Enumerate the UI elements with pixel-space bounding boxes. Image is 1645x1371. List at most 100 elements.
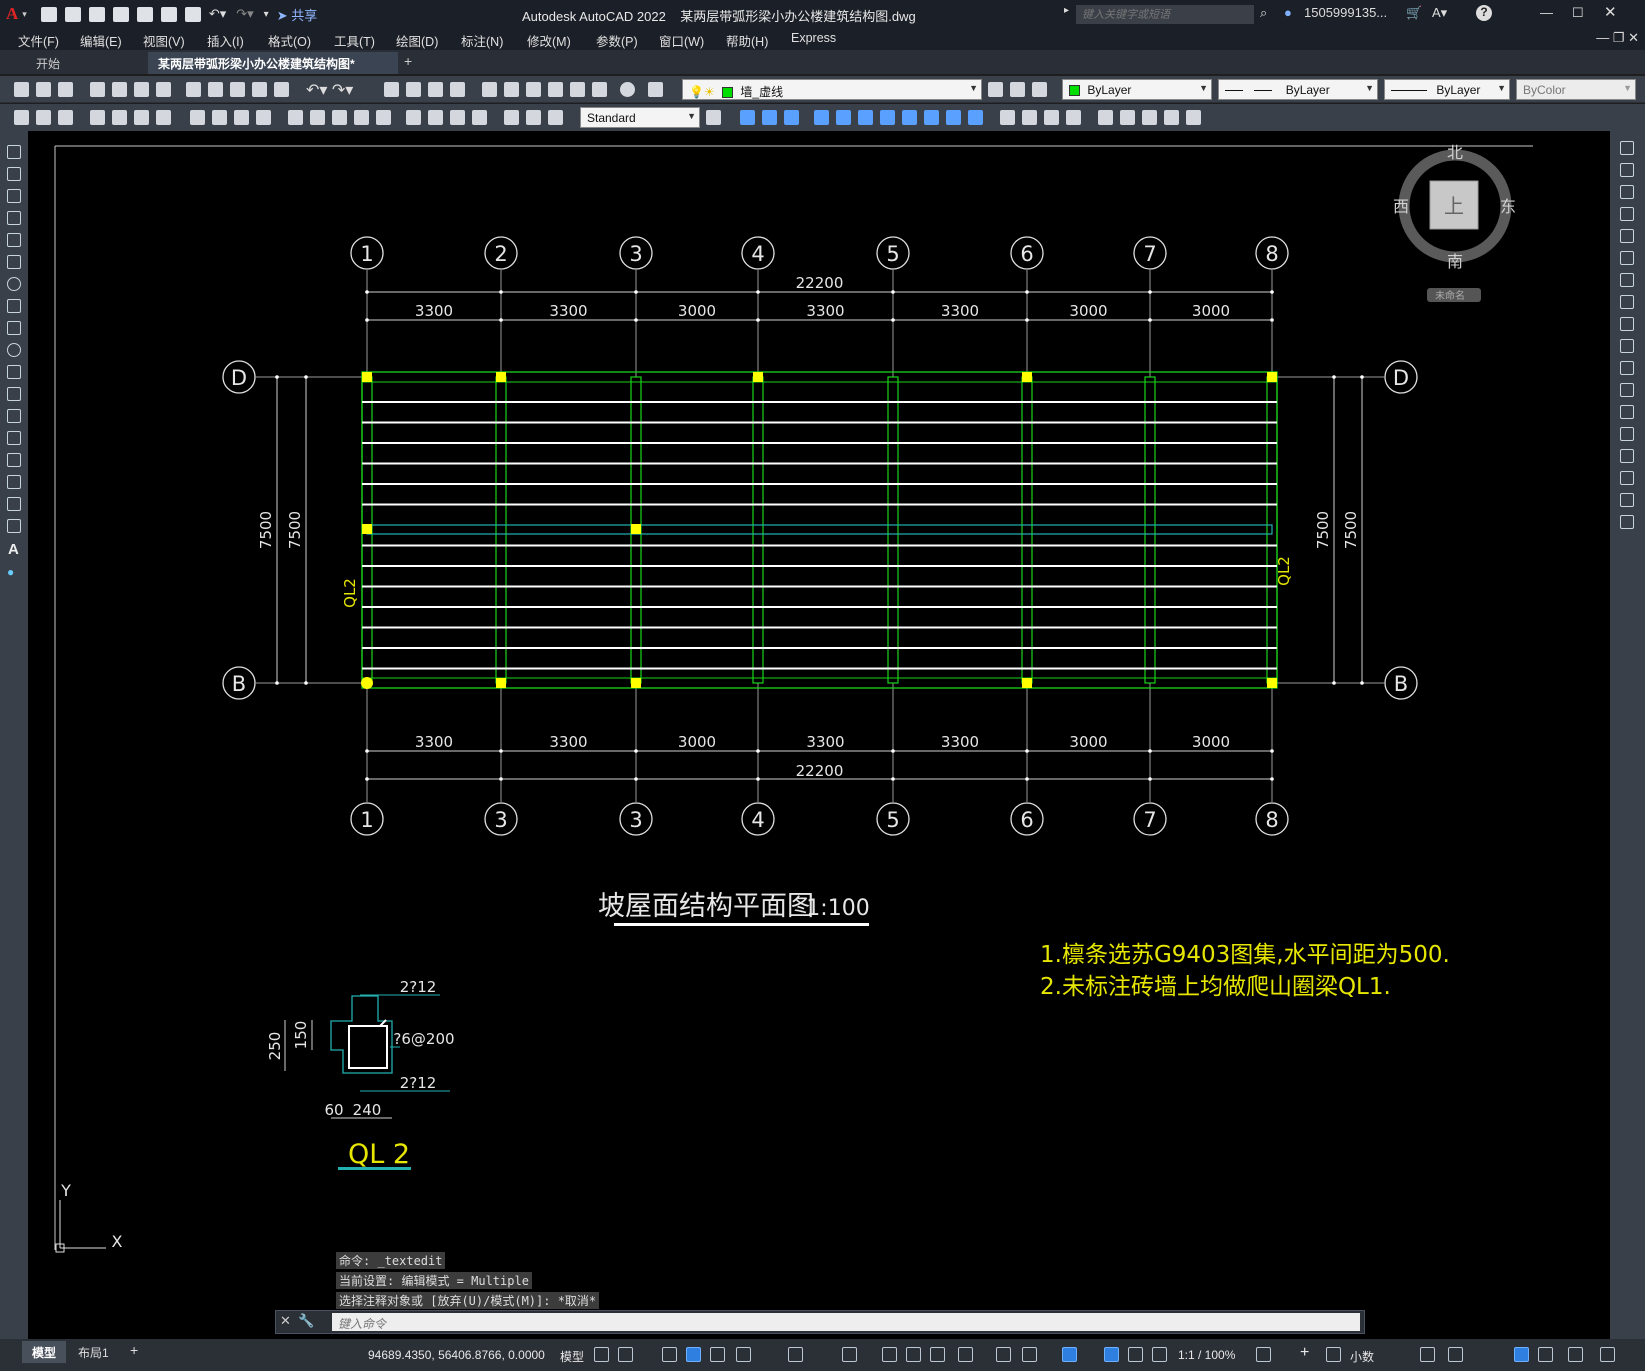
dimstyle-manager-icon[interactable] bbox=[706, 110, 721, 125]
trim-side-icon[interactable] bbox=[1620, 339, 1634, 353]
stretch-side-icon[interactable] bbox=[1620, 317, 1634, 331]
units-value[interactable]: 小数 bbox=[1350, 1350, 1375, 1364]
plotstyle-dropdown[interactable]: ByColor ▼ bbox=[1516, 79, 1636, 100]
align-icon[interactable] bbox=[1164, 110, 1179, 125]
tool-palettes-icon[interactable] bbox=[526, 82, 541, 97]
cart-icon[interactable]: 🛒 bbox=[1406, 5, 1423, 20]
osnap-icon[interactable] bbox=[842, 1347, 857, 1362]
menu-format[interactable]: 格式(O) bbox=[268, 35, 312, 49]
print-icon[interactable] bbox=[184, 6, 201, 22]
autodesk-app-icon[interactable]: A▾ bbox=[1432, 5, 1448, 20]
preview-icon[interactable] bbox=[112, 82, 127, 97]
point-icon[interactable] bbox=[7, 431, 21, 445]
rectangle-icon[interactable] bbox=[7, 233, 21, 247]
layer-dropdown[interactable]: 💡☀ 墙_虚线 ▼ bbox=[682, 79, 982, 100]
menu-window[interactable]: 窗口(W) bbox=[659, 35, 705, 49]
break-side-icon[interactable] bbox=[1620, 383, 1634, 397]
customize-qat-icon[interactable]: ▾ bbox=[263, 8, 269, 20]
aligned-dim-icon[interactable] bbox=[112, 110, 127, 125]
customization-icon[interactable] bbox=[1600, 1347, 1615, 1362]
publish-toolbar-icon[interactable] bbox=[134, 82, 149, 97]
annotation-scale-value[interactable]: 1:1 / 100% bbox=[1178, 1348, 1236, 1362]
center-mark-icon[interactable] bbox=[428, 110, 443, 125]
add-layout-button[interactable]: + bbox=[130, 1342, 139, 1358]
grid-icon[interactable] bbox=[594, 1347, 609, 1362]
cut-icon[interactable] bbox=[186, 82, 201, 97]
auto-scale-icon[interactable] bbox=[1128, 1347, 1143, 1362]
lock-ui-icon[interactable] bbox=[1448, 1347, 1463, 1362]
extend-icon[interactable] bbox=[968, 110, 983, 125]
chamfer-icon[interactable] bbox=[1044, 110, 1059, 125]
copy-icon[interactable] bbox=[208, 82, 223, 97]
circle-icon[interactable] bbox=[7, 277, 21, 291]
selection-cycling-icon[interactable] bbox=[930, 1347, 945, 1362]
mtext-icon[interactable]: A bbox=[8, 541, 19, 558]
menu-file[interactable]: 文件(F) bbox=[18, 35, 59, 49]
fillet-icon[interactable] bbox=[1066, 110, 1081, 125]
zoom-window-icon[interactable] bbox=[428, 82, 443, 97]
space-icon[interactable] bbox=[354, 110, 369, 125]
move-side-icon[interactable] bbox=[1620, 251, 1634, 265]
update-icon[interactable] bbox=[548, 110, 563, 125]
layer-previous-icon[interactable] bbox=[1010, 82, 1025, 97]
color-dropdown[interactable]: ByLayer ▼ bbox=[1062, 79, 1212, 100]
line-icon[interactable] bbox=[7, 145, 21, 159]
maximize-icon[interactable]: ☐ bbox=[1572, 5, 1584, 20]
mirror-side-icon[interactable] bbox=[1620, 185, 1634, 199]
break-icon[interactable] bbox=[376, 110, 391, 125]
undo-toolbar-icon[interactable]: ↶▾ ↷▾ bbox=[306, 82, 354, 99]
new-file-icon[interactable] bbox=[40, 6, 57, 22]
diameter-icon[interactable] bbox=[234, 110, 249, 125]
hatch-icon[interactable] bbox=[7, 453, 21, 467]
quick-properties-icon[interactable] bbox=[1420, 1347, 1435, 1362]
menu-modify[interactable]: 修改(M) bbox=[527, 35, 571, 49]
ordinate-icon[interactable] bbox=[156, 110, 171, 125]
coordinates-readout[interactable]: 94689.4350, 56406.8766, 0.0000 bbox=[368, 1348, 545, 1362]
construction-line-icon[interactable] bbox=[7, 167, 21, 181]
search-icon[interactable]: ⌕ bbox=[1260, 5, 1268, 20]
array-icon[interactable] bbox=[836, 110, 851, 125]
dimtedit-icon[interactable] bbox=[526, 110, 541, 125]
close-icon[interactable]: ✕ bbox=[1604, 4, 1617, 21]
search-expand-icon[interactable]: ▸ bbox=[1064, 5, 1070, 16]
lineweight-icon[interactable] bbox=[882, 1347, 897, 1362]
erase-side-icon[interactable] bbox=[1620, 141, 1634, 155]
explode-icon[interactable] bbox=[1098, 110, 1113, 125]
menu-parametric[interactable]: 参数(P) bbox=[596, 35, 638, 49]
save-toolbar-icon[interactable] bbox=[58, 82, 73, 97]
minimize-icon[interactable]: — bbox=[1540, 5, 1553, 20]
plot-icon[interactable] bbox=[160, 6, 177, 22]
transparency-icon[interactable] bbox=[906, 1347, 921, 1362]
plot-toolbar-icon[interactable] bbox=[90, 82, 105, 97]
copy-side-icon[interactable] bbox=[1620, 163, 1634, 177]
rotate-side-icon[interactable] bbox=[1620, 273, 1634, 287]
baseline-icon[interactable] bbox=[310, 110, 325, 125]
scale-icon[interactable] bbox=[902, 110, 917, 125]
calculator-icon[interactable] bbox=[592, 82, 607, 97]
3d-osnap-icon[interactable] bbox=[958, 1347, 973, 1362]
quick-dim-icon[interactable] bbox=[288, 110, 303, 125]
annotation-visibility-icon[interactable] bbox=[1104, 1347, 1119, 1362]
gizmo-icon[interactable] bbox=[1062, 1347, 1077, 1362]
match-properties-icon[interactable] bbox=[252, 82, 267, 97]
open-icon[interactable] bbox=[36, 82, 51, 97]
dynamic-input-icon[interactable] bbox=[686, 1347, 701, 1362]
tolerance-icon[interactable] bbox=[406, 110, 421, 125]
text-style-dropdown[interactable]: Standard ▼ bbox=[580, 107, 700, 128]
open-file-icon[interactable] bbox=[64, 6, 81, 22]
properties-icon[interactable] bbox=[482, 82, 497, 97]
model-space-toggle[interactable]: 模型 bbox=[560, 1350, 585, 1364]
zoom-previous-icon[interactable] bbox=[450, 82, 465, 97]
arc-icon[interactable] bbox=[7, 255, 21, 269]
rotate-icon[interactable] bbox=[880, 110, 895, 125]
document-window-controls[interactable]: — ❐ ✕ bbox=[1596, 30, 1639, 45]
inspect-icon[interactable] bbox=[450, 110, 465, 125]
blend-side-icon[interactable] bbox=[1620, 493, 1634, 507]
globe-icon[interactable] bbox=[156, 82, 171, 97]
autocad-logo-icon[interactable]: A bbox=[6, 4, 19, 23]
sheet-set-icon[interactable] bbox=[548, 82, 563, 97]
offset-side-icon[interactable] bbox=[1620, 207, 1634, 221]
blend-icon[interactable] bbox=[1120, 110, 1135, 125]
make-current-layer-icon[interactable] bbox=[988, 82, 1003, 97]
design-center-icon[interactable] bbox=[504, 82, 519, 97]
